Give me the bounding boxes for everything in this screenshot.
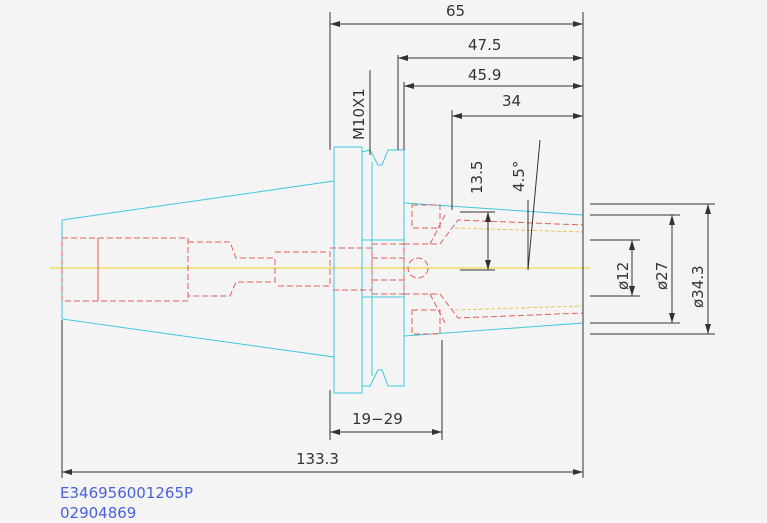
- part-number: E346956001265P: [60, 484, 193, 502]
- dim-dia-27: ø27: [653, 262, 671, 290]
- dim-range-19-29: 19−29: [352, 410, 403, 428]
- dim-47-5: 47.5: [468, 36, 501, 54]
- dim-overall-top: 65: [446, 2, 465, 20]
- dim-overall-length: 133.3: [296, 450, 339, 468]
- dim-dia-34-3: ø34.3: [689, 265, 707, 308]
- collet-accent-lines: [454, 227, 584, 311]
- hidden-lines: [61, 204, 584, 335]
- dim-angle: 4.5°: [510, 161, 528, 192]
- dim-dia-12: ø12: [614, 262, 632, 290]
- holder-body-outline: [61, 146, 584, 394]
- code-number: 02904869: [60, 504, 136, 522]
- arrowheads: [62, 21, 711, 475]
- dim-13-5: 13.5: [468, 161, 486, 194]
- dim-thread: M10X1: [350, 88, 368, 140]
- dimension-lines: [61, 12, 715, 478]
- dim-34: 34: [502, 92, 521, 110]
- dim-45-9: 45.9: [468, 66, 501, 84]
